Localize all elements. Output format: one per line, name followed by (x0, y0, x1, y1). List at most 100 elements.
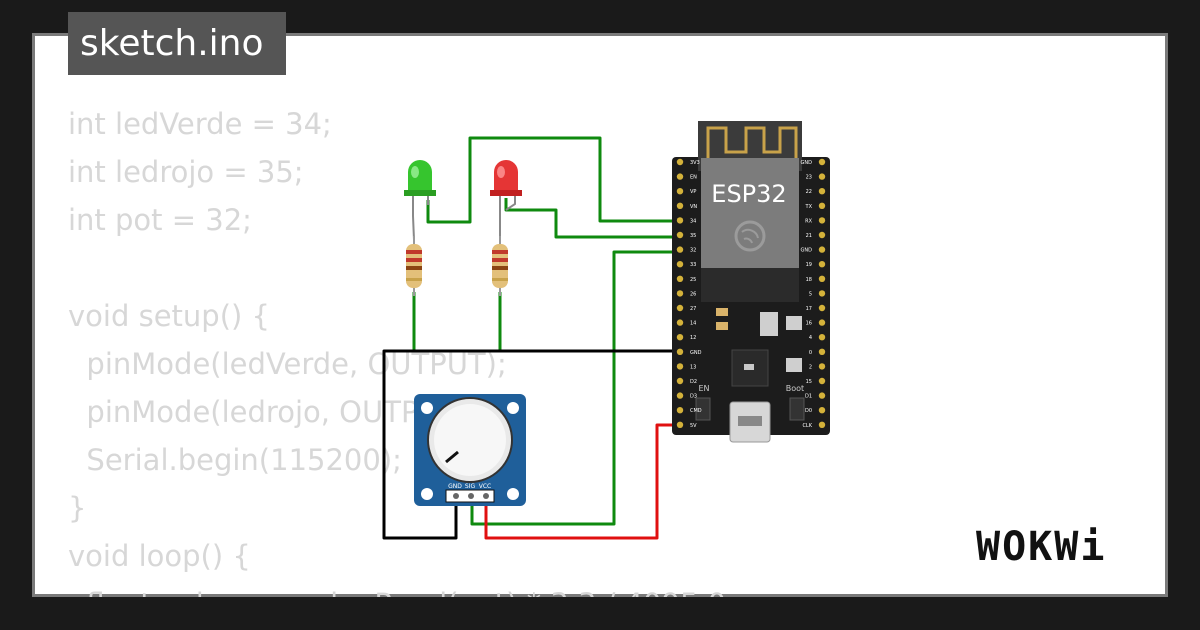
page-bottom-border (0, 597, 1200, 630)
header-pin[interactable] (676, 392, 684, 399)
pin-label: D1 (805, 394, 812, 400)
header-pin[interactable] (818, 319, 826, 326)
led-red[interactable] (490, 160, 522, 240)
header-pin[interactable] (818, 407, 826, 414)
header-pin[interactable] (676, 261, 684, 268)
led-green[interactable] (404, 160, 436, 241)
pin-label: 33 (690, 262, 696, 268)
esp32-board[interactable]: ESP32 EN Boot 3V3ENVPVN34353233252627141… (672, 121, 830, 443)
pot-vcc-label: VCC (479, 483, 491, 490)
pin-label: VP (690, 189, 696, 195)
resistor-red[interactable] (492, 236, 508, 296)
potentiometer[interactable]: GND SIG VCC (414, 394, 526, 506)
pin-label: 25 (690, 277, 696, 283)
file-tab[interactable]: sketch.ino (68, 12, 286, 75)
code-line: int pot = 32; (68, 203, 252, 237)
header-pin[interactable] (818, 246, 826, 253)
header-pin[interactable] (676, 377, 684, 385)
antenna-trace (706, 126, 798, 160)
pin-label: RX (805, 218, 812, 224)
header-pin[interactable] (676, 188, 684, 195)
header-pin[interactable] (676, 217, 684, 224)
header-pin[interactable] (676, 202, 684, 209)
header-pin[interactable] (818, 304, 826, 312)
pin-label: GND (801, 248, 813, 254)
pin-label: VN (690, 204, 697, 210)
code-line: pinMode(ledVerde, OUTPUT); (68, 347, 507, 381)
pin-label: 3V3 (690, 160, 700, 166)
simulator-canvas[interactable] (32, 33, 1168, 597)
header-pin[interactable] (676, 421, 684, 428)
header-pin[interactable] (676, 363, 684, 370)
header-pin[interactable] (818, 377, 826, 385)
pin-label: 12 (690, 335, 696, 341)
header-pin[interactable] (676, 304, 684, 312)
pin-label: 22 (806, 189, 812, 195)
header-pin[interactable] (676, 173, 684, 180)
pin-label: EN (690, 175, 697, 181)
header-pin[interactable] (676, 407, 684, 414)
wokwi-logo: WOKWi (976, 524, 1107, 570)
header-pin[interactable] (818, 392, 826, 399)
pin-label: GND (801, 160, 813, 166)
pot-sig-label: SIG (465, 483, 476, 490)
code-line: Serial.begin(115200); (68, 443, 402, 477)
resistor-green[interactable] (406, 236, 422, 296)
header-pin[interactable] (818, 334, 826, 341)
pin-label: 0 (809, 350, 812, 356)
pin-label: 27 (690, 306, 696, 312)
wire-green-led-to-34 (426, 136, 680, 224)
pin-label: CLK (802, 423, 812, 429)
header-pin[interactable] (676, 334, 684, 341)
pin-label: 4 (809, 335, 812, 341)
pin-label: 21 (806, 233, 812, 239)
pin-label: 15 (806, 379, 812, 385)
header-pin[interactable] (818, 173, 826, 180)
header-pin[interactable] (676, 231, 684, 239)
pin-label: CMD (690, 408, 702, 414)
pin-label: D0 (805, 408, 812, 414)
pin-label: 34 (690, 218, 696, 224)
pin-label: TX (805, 204, 813, 210)
pot-gnd-label: GND (448, 483, 462, 490)
header-pin[interactable] (676, 158, 684, 166)
header-pin[interactable] (818, 275, 826, 282)
code-line: int ledrojo = 35; (68, 155, 304, 189)
pin-label: 14 (690, 321, 696, 327)
pin-label: 5V (690, 423, 697, 429)
pin-label: 17 (806, 306, 812, 312)
header-pin[interactable] (818, 363, 826, 370)
pin-label: 2 (809, 364, 812, 370)
left-header: 3V3ENVPVN343532332526271412GND13D2D3CMD5… (676, 158, 702, 429)
header-pin[interactable] (818, 188, 826, 195)
header-pin[interactable] (818, 231, 826, 239)
board-title: ESP32 (711, 180, 786, 208)
espressif-logo-icon (734, 220, 766, 252)
header-pin[interactable] (676, 290, 684, 297)
header-pin[interactable] (676, 275, 684, 282)
wire-gnd-bus (382, 349, 680, 540)
header-pin[interactable] (818, 421, 826, 428)
wire-pot-vcc-to-5v (484, 423, 680, 540)
pin-label: 5 (809, 291, 812, 297)
pin-label: 32 (690, 248, 696, 254)
en-label: EN (698, 384, 709, 393)
code-line: void setup() { (68, 299, 270, 333)
pin-label: 13 (690, 364, 696, 370)
header-pin[interactable] (818, 290, 826, 297)
boot-label: Boot (786, 384, 804, 393)
header-pin[interactable] (818, 261, 826, 268)
pin-label: 35 (690, 233, 696, 239)
header-pin[interactable] (676, 246, 684, 253)
pin-label: 18 (806, 277, 812, 283)
header-pin[interactable] (818, 217, 826, 224)
header-pin[interactable] (818, 158, 826, 166)
header-pin[interactable] (676, 319, 684, 326)
header-pin[interactable] (676, 348, 684, 355)
header-pin[interactable] (818, 202, 826, 209)
code-line: } (68, 491, 87, 525)
header-pin[interactable] (818, 348, 826, 355)
pin-label: D2 (690, 379, 697, 385)
